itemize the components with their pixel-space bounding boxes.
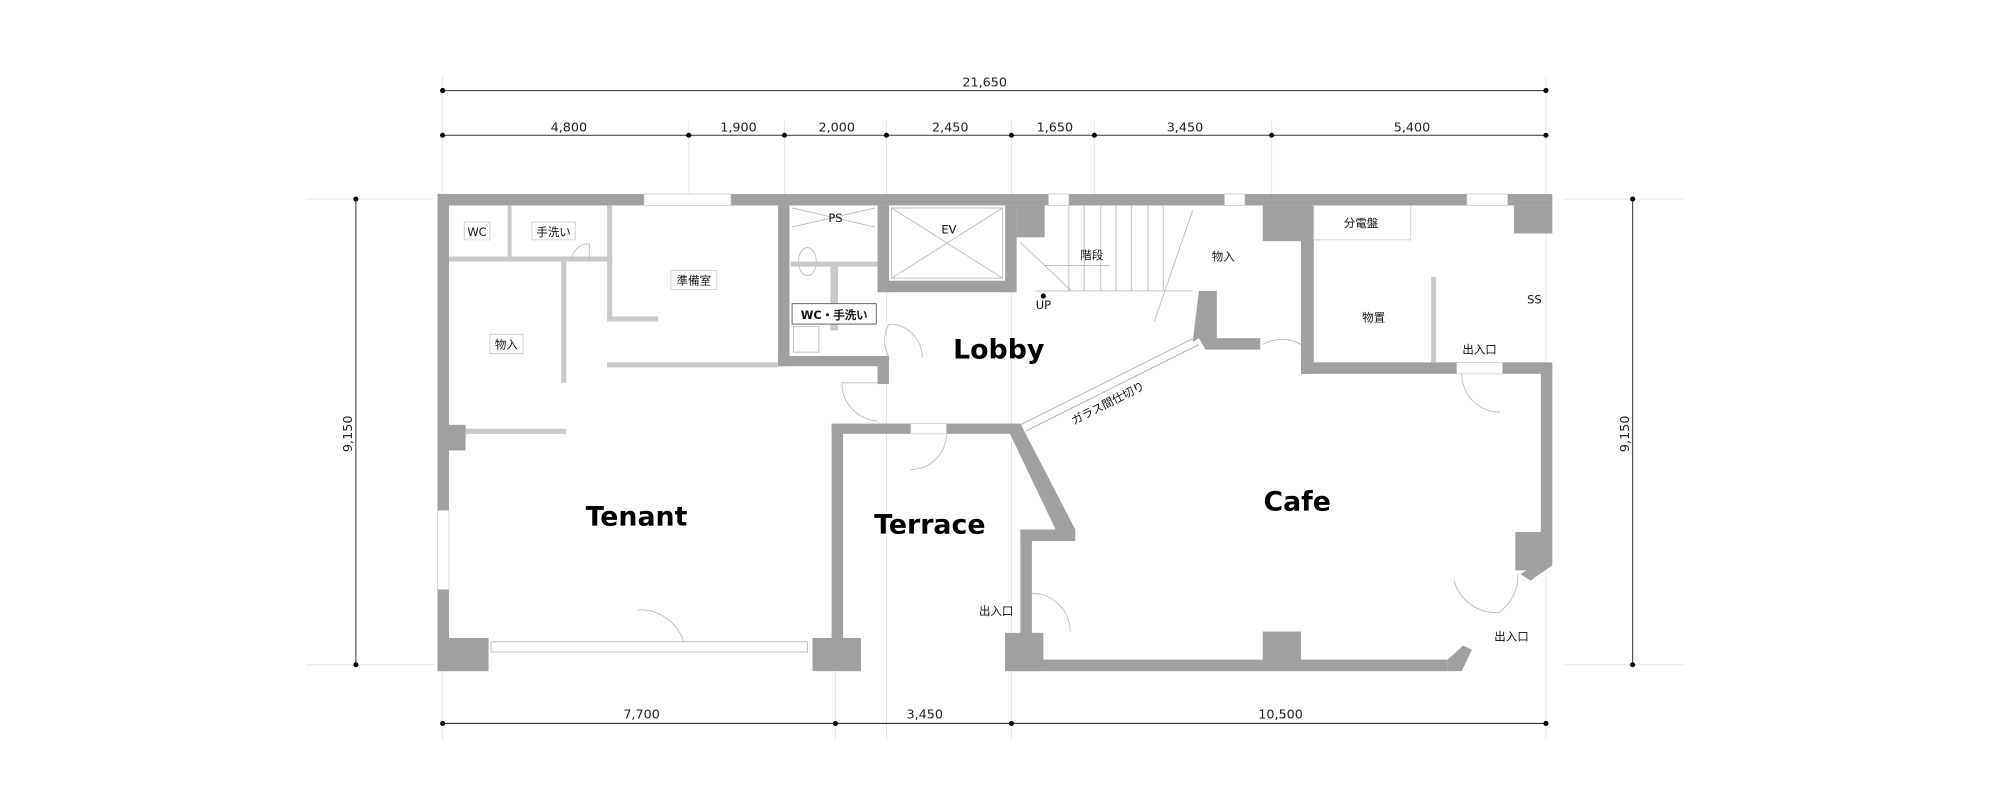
dim-top-2: 1,900 (720, 120, 757, 135)
label-handwash: 手洗い (536, 225, 570, 239)
up-marker-icon (1040, 293, 1046, 299)
grid-lines (306, 76, 1684, 741)
interior-partitions (448, 205, 1437, 653)
label-wc: WC (467, 225, 486, 239)
fixtures (570, 205, 1519, 642)
label-stairs: 階段 (1080, 248, 1103, 262)
label-entrance-terrace: 出入口 (979, 604, 1013, 618)
dim-total-width: 21,650 (962, 76, 1007, 91)
dim-top-7: 5,400 (1394, 120, 1431, 135)
windows (437, 193, 1509, 590)
label-entrance-storeroom: 出入口 (1462, 342, 1496, 356)
stairs-icon (1020, 205, 1194, 322)
label-ev: EV (941, 222, 956, 236)
dim-top-6: 3,450 (1167, 120, 1204, 135)
label-wc-handwash: WC・手洗い (801, 308, 868, 322)
dim-top-5: 1,650 (1037, 120, 1074, 135)
label-ps: PS (828, 211, 842, 225)
label-entrance-cafe: 出入口 (1494, 630, 1528, 644)
room-terrace: Terrace (874, 509, 985, 540)
label-ss: SS (1527, 293, 1542, 307)
dim-bottom-1: 7,700 (623, 707, 660, 722)
dim-top-4: 2,450 (932, 120, 969, 135)
dim-top-3: 2,000 (818, 120, 855, 135)
dimension-lines (353, 88, 1636, 726)
label-storeroom: 物置 (1362, 311, 1385, 325)
dim-bottom-2: 3,450 (906, 707, 943, 722)
room-lobby: Lobby (953, 335, 1044, 366)
dim-top-1: 4,800 (551, 120, 588, 135)
room-tenant: Tenant (586, 502, 688, 533)
label-up: UP (1036, 298, 1051, 312)
label-storage-right: 物入 (1212, 249, 1235, 263)
dim-right-height: 9,150 (1618, 416, 1633, 453)
walls (437, 193, 1553, 672)
room-cafe: Cafe (1263, 486, 1331, 517)
label-storage-left: 物入 (495, 337, 518, 351)
label-prep-room: 準備室 (677, 274, 711, 288)
label-distribution-board: 分電盤 (1344, 216, 1379, 230)
dim-bottom-3: 10,500 (1258, 707, 1303, 722)
dim-left-height: 9,150 (341, 416, 356, 453)
